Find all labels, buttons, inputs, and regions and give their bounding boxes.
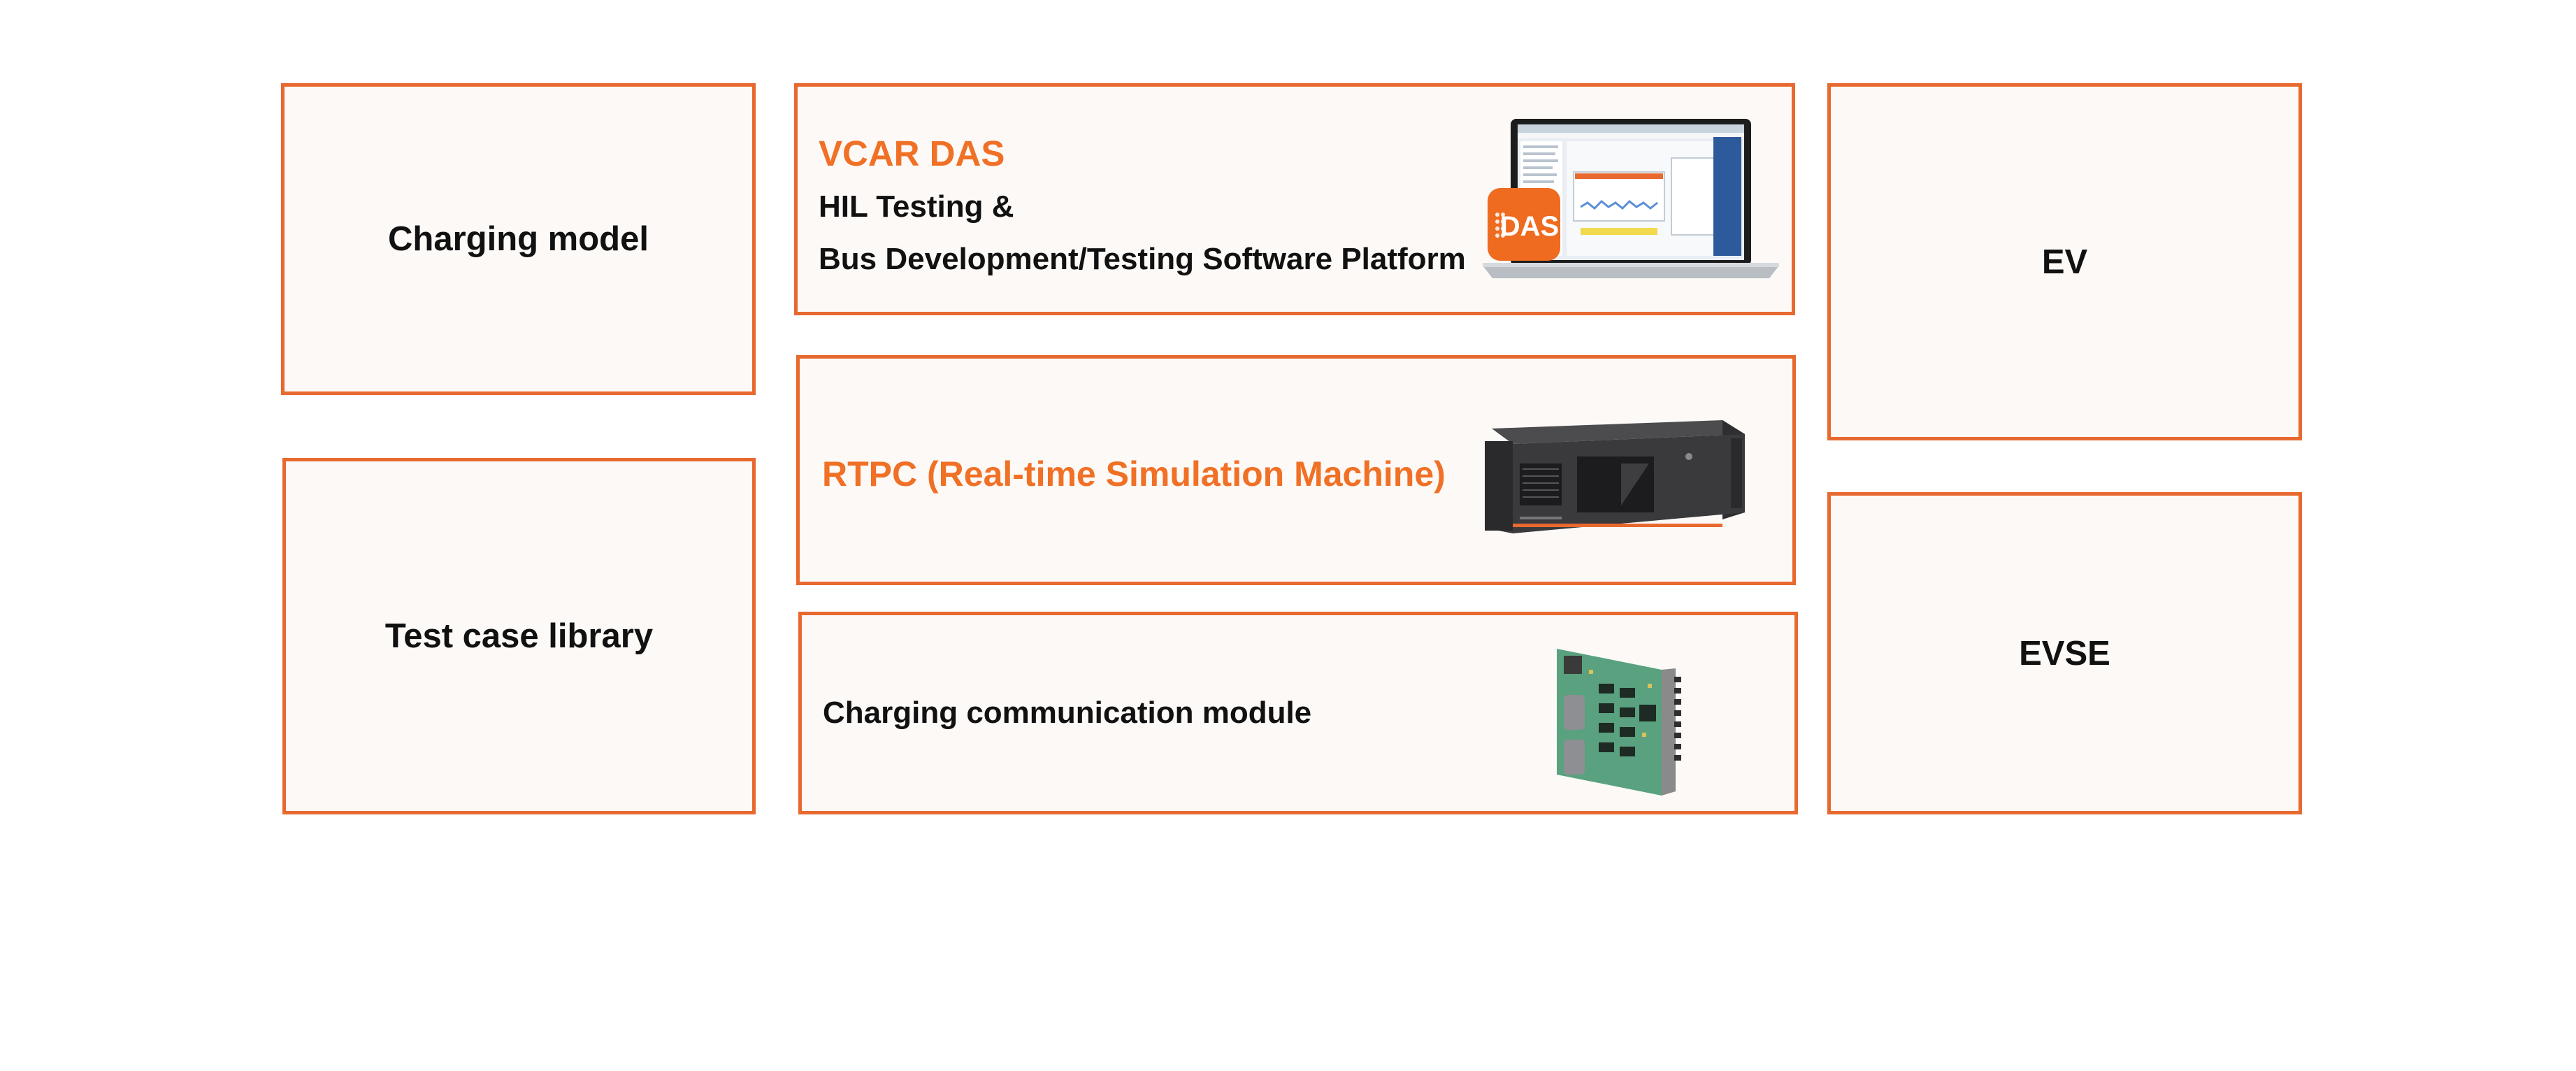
rtpc-machine-image <box>1485 420 1745 533</box>
vcar-das-title: VCAR DAS <box>819 134 1005 173</box>
charging-comm-title: Charging communication module <box>823 696 1312 730</box>
test-case-library-box: Test case library <box>282 458 756 814</box>
das-subtitle-line1: HIL Testing & <box>819 189 1014 224</box>
charging-model-label: Charging model <box>388 220 649 258</box>
test-case-library-label: Test case library <box>384 617 654 655</box>
comm-module-image <box>1557 649 1681 796</box>
das-logo-text: DAS <box>1500 211 1559 242</box>
evse-box: EVSE <box>1827 492 2302 814</box>
charging-comm-box: Charging communication module <box>798 612 1798 814</box>
das-logo-icon: DAS <box>1488 188 1560 261</box>
rtpc-title: RTPC (Real-time Simulation Machine) <box>822 454 1446 494</box>
laptop-image <box>1483 119 1779 278</box>
ev-label: EV <box>2041 243 2088 281</box>
rtpc-box: RTPC (Real-time Simulation Machine) <box>796 355 1796 585</box>
evse-label: EVSE <box>2019 634 2110 673</box>
vcar-das-box: VCAR DAS HIL Testing & Bus Development/T… <box>794 83 1795 315</box>
charging-model-box: Charging model <box>281 83 756 395</box>
ev-box: EV <box>1827 83 2302 440</box>
das-subtitle-line2: Bus Development/Testing Software Platfor… <box>819 242 1466 276</box>
